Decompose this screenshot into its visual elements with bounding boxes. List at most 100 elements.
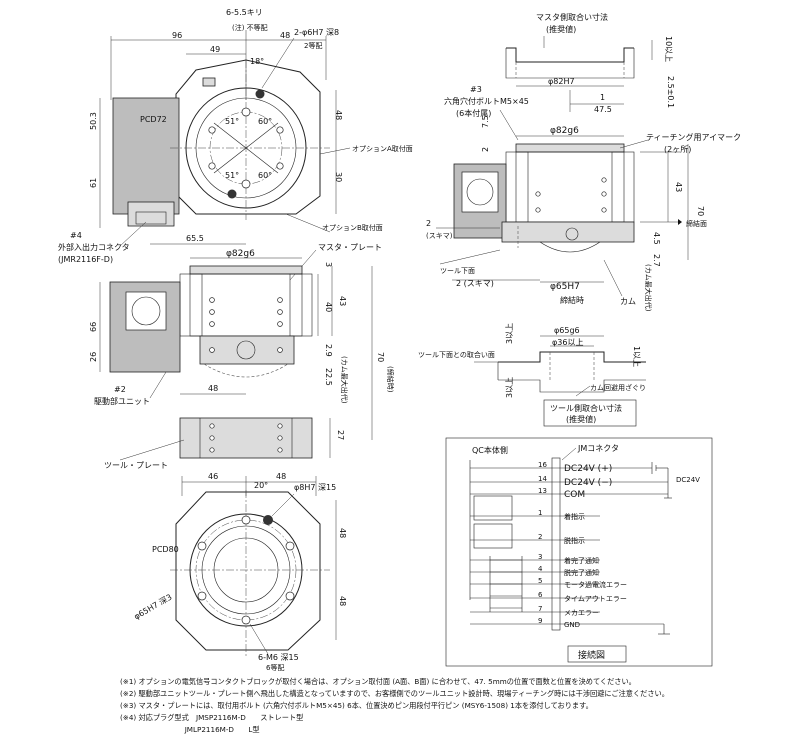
dim-22-5: 22.5 [324,368,333,386]
pin-number: 9 [538,617,542,625]
teaching-mark-label: ティーチング用アイマーク [646,132,741,142]
pin-note: 2等配 [304,41,322,50]
dim-4-5: 4.5 [652,232,661,245]
dim-47-5: 47.5 [594,105,612,114]
holes-label: 6-5.5キリ [226,8,263,17]
tool-spec-view: φ65g6 φ36以上 3以上 3以上 1以上 ツール下面との取合い面 カム回避… [418,323,646,427]
connector-cap [202,77,216,87]
jm-connector-label: JMコネクタ [577,444,619,453]
master-plate-label: マスタ・プレート [318,243,382,252]
pin-signal-label: モータ過電流エラー [564,580,627,589]
dim-49: 49 [210,45,220,54]
pin-signal-label: 脱完了通知 [564,568,599,577]
pin-phi8-label: φ8H7 深15 [294,483,336,492]
skima-label: (スキマ) [426,232,453,240]
dim-65-5: 65.5 [186,234,204,243]
phi65h7-right: φ65H7 [550,282,580,292]
tool-plate-right [501,221,635,243]
option-a-label: オプションA取付面 [352,144,413,153]
pcd72-label: PCD72 [140,115,167,124]
pin-hole-top [255,89,265,99]
dim-43-front: 43 [338,296,347,306]
connector-body [127,201,175,227]
angle-60a: 60° [258,117,272,126]
bolt-count: (6本付属) [456,108,491,118]
note-2-marker: #2 [114,385,126,394]
note-2: (※2) 駆動部ユニットツール・プレート側へ飛出した構造となっていますので、お客… [120,689,669,698]
master-spec-subtitle: (推奨値) [546,24,576,34]
fasten-face-label: 締結面 [686,219,707,228]
pin-number: 2 [538,533,542,541]
bottom-view: 46 48 20° φ8H7 深15 PCD80 φ65H7 深3 48 48 … [132,472,347,672]
phi65g6-tool: φ65g6 [554,326,580,335]
tool-plate-label: ツール・プレート [104,461,168,470]
dim-3-tool-b: 3以上 [505,377,514,398]
dim-1: 1 [600,93,605,102]
tool-spec-subtitle: (推奨値) [566,414,596,424]
master-plate-right [515,143,625,153]
dim-7-5: 7.5 [481,115,490,128]
phi82g6-front: φ82g6 [226,249,255,259]
tool-plate-strip [179,417,313,459]
dim-3-front: 3 [324,262,333,267]
pcd80-label: PCD80 [152,545,179,554]
dim-40: 40 [324,302,333,312]
note-3-marker: #3 [470,85,482,94]
skima2-label: 2 (スキマ) [456,279,494,288]
side-housing [112,97,180,215]
relief-label: カム回避用ざぐり [590,383,646,392]
dim-48-bottom: 48 [276,472,286,481]
pin-number: 4 [538,565,543,573]
pin-signal-label: 脱指示 [564,536,585,545]
pin-signal-label: 着指示 [564,512,585,521]
pin-number: 5 [538,577,542,585]
holes-m6-label: 6-M6 深15 [258,653,299,662]
dim-43-right: 43 [674,182,683,192]
cam-stroke-front: (カム最大出代) [340,356,349,404]
fastened-front: (締結時) [386,366,395,393]
pin-signal-label: DC24V (+) [564,464,612,474]
pin-signal-label: 着完了通知 [564,556,599,565]
top-view: 96 49 48 6-5.5キリ (注) 不等配 2-φ6H7 深8 2等配 1… [58,8,413,264]
right-side-view: φ82g6 7.5 2 43 70 締結面 4.5 2.7 (カム最大出代) [426,115,741,311]
dim-48: 48 [280,31,290,40]
phi65h7-bottom: φ65H7 深3 [132,592,173,621]
pin-hole-bottom [227,189,237,199]
pin-number: 3 [538,553,542,561]
pin-number: 1 [538,509,542,517]
pin-hole-phi8 [263,515,273,525]
tool-face-label: ツール下面との取合い面 [418,350,495,359]
pin-number: 6 [538,591,543,599]
pin-label: 2-φ6H7 深8 [294,28,339,37]
pin-signal-label: メカエラー [564,609,599,617]
angle-18: 18° [250,57,264,66]
teaching-mark-count: (2ヶ所) [664,144,691,154]
pin-signal-label: COM [564,490,585,500]
dim-48a-bottom: 48 [338,528,347,538]
cam-stroke-right: (カム最大出代) [644,264,653,312]
wiring-frame [445,437,713,667]
dim-96: 96 [172,31,182,40]
dim-10: 10以上 [664,36,673,62]
front-view: φ82g6 マスタ・プレート 48 66 26 3 40 43 2.9 22. [89,243,395,470]
dim-48-right: 48 [334,110,343,120]
dim-1-tool: 1以上 [632,346,641,367]
holes-note: (注) 不等配 [232,23,268,32]
pin-signal-label: DC24V (−) [564,478,612,488]
qc-side-label: QC本体側 [472,445,508,455]
pin-signal-label: GND [564,621,580,629]
angle-51a: 51° [225,117,239,126]
note-5: JMLP2116M-D L型 [120,725,260,734]
tool-spec-title: ツール側取合い寸法 [550,403,622,413]
note-4: (※4) 対応プラグ型式 JMSP2116M-D ストレート型 [120,713,303,722]
connector-model: (JMR2116F-D) [58,255,113,264]
note-1: (※1) オプションの電気信号コンタクトブロックが取付く場合は、オプション取付面… [120,677,636,686]
bolt-label: 六角穴付ボルトM5×45 [444,96,529,106]
dim-48b-bottom: 48 [338,596,347,606]
pin-number: 16 [538,461,547,469]
tool-bottom-label: ツール下面 [440,267,475,275]
dim-26: 26 [89,352,98,362]
